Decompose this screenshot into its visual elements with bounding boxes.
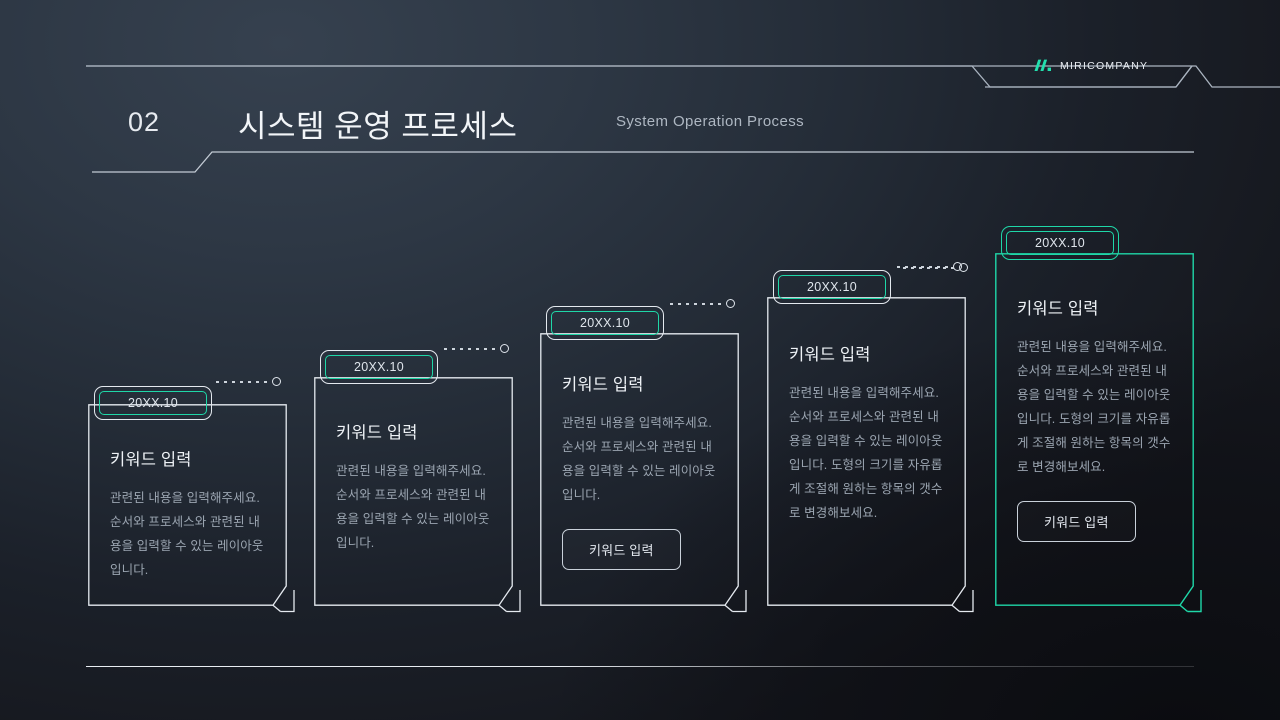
card-content-2: 키워드 입력 관련된 내용을 입력해주세요. 순서와 프로세스와 관련된 내용을…: [314, 377, 513, 606]
page-subtitle: System Operation Process: [616, 113, 805, 130]
date-badge-label: 20XX.10: [1034, 236, 1086, 250]
card-title: 키워드 입력: [110, 451, 192, 469]
date-badge-label: 20XX.10: [579, 316, 631, 330]
date-badge-2[interactable]: 20XX.10: [320, 350, 438, 384]
section-number: 02: [128, 107, 161, 137]
connector-endpoint-icon: [500, 344, 509, 353]
card-content-4: 키워드 입력 관련된 내용을 입력해주세요. 순서와 프로세스와 관련된 내용을…: [767, 297, 966, 606]
date-badge-label: 20XX.10: [127, 396, 179, 410]
page-title: 시스템 운영 프로세스: [238, 109, 518, 144]
card-content-3: 키워드 입력 관련된 내용을 입력해주세요. 순서와 프로세스와 관련된 내용을…: [540, 333, 739, 606]
card-content-5: 키워드 입력 관련된 내용을 입력해주세요. 순서와 프로세스와 관련된 내용을…: [995, 253, 1194, 606]
date-badge-label: 20XX.10: [806, 280, 858, 294]
date-badge-label: 20XX.10: [353, 360, 405, 374]
card-action-button[interactable]: 키워드 입력: [1017, 501, 1136, 542]
card-outline-4: [767, 297, 974, 613]
card-title: 키워드 입력: [562, 376, 644, 394]
connector-dots-icon: [670, 302, 722, 305]
card-description: 관련된 내용을 입력해주세요. 순서와 프로세스와 관련된 내용을 입력할 수 …: [789, 386, 943, 520]
card-outline-1: [88, 404, 295, 613]
card-1[interactable]: 키워드 입력 관련된 내용을 입력해주세요. 순서와 프로세스와 관련된 내용을…: [88, 404, 295, 613]
connector-2: [444, 344, 509, 353]
connector-dots-icon: [444, 347, 496, 350]
card-title: 키워드 입력: [1017, 300, 1099, 318]
card-description: 관련된 내용을 입력해주세요. 순서와 프로세스와 관련된 내용을 입력할 수 …: [562, 416, 716, 502]
card-2[interactable]: 키워드 입력 관련된 내용을 입력해주세요. 순서와 프로세스와 관련된 내용을…: [314, 377, 521, 613]
connector-dots-icon: [216, 380, 268, 383]
date-badge-frame-5: 20XX.10: [1006, 231, 1114, 255]
date-badge-frame-4: 20XX.10: [778, 275, 886, 299]
card-content-1: 키워드 입력 관련된 내용을 입력해주세요. 순서와 프로세스와 관련된 내용을…: [88, 404, 287, 606]
date-badge-frame-3: 20XX.10: [551, 311, 659, 335]
card-description: 관련된 내용을 입력해주세요. 순서와 프로세스와 관련된 내용을 입력할 수 …: [1017, 340, 1171, 474]
card-description: 관련된 내용을 입력해주세요. 순서와 프로세스와 관련된 내용을 입력할 수 …: [336, 464, 490, 550]
card-description: 관련된 내용을 입력해주세요. 순서와 프로세스와 관련된 내용을 입력할 수 …: [110, 491, 264, 577]
miricompany-logo-icon: [1034, 59, 1051, 71]
card-outline-3: [540, 333, 747, 613]
date-badge-frame-1: 20XX.10: [99, 391, 207, 415]
date-badge-3[interactable]: 20XX.10: [546, 306, 664, 340]
connector-endpoint-icon: [959, 263, 968, 272]
card-outline-2: [314, 377, 521, 613]
card-action-button[interactable]: 키워드 입력: [562, 529, 681, 570]
date-badge-4[interactable]: 20XX.10: [773, 270, 891, 304]
brand-name: MIRICOMPANY: [1060, 59, 1149, 72]
card-outline-5: [995, 253, 1202, 613]
connector-dots-icon: [903, 266, 955, 269]
date-badge-frame-2: 20XX.10: [325, 355, 433, 379]
card-title: 키워드 입력: [789, 346, 871, 364]
date-badge-5[interactable]: 20XX.10: [1001, 226, 1119, 260]
date-badge-1[interactable]: 20XX.10: [94, 386, 212, 420]
card-5[interactable]: 키워드 입력 관련된 내용을 입력해주세요. 순서와 프로세스와 관련된 내용을…: [995, 253, 1202, 613]
connector-endpoint-icon: [272, 377, 281, 386]
connector-endpoint-icon: [726, 299, 735, 308]
connector-3: [670, 299, 735, 308]
card-title: 키워드 입력: [336, 424, 418, 442]
card-4[interactable]: 키워드 입력 관련된 내용을 입력해주세요. 순서와 프로세스와 관련된 내용을…: [767, 297, 974, 613]
card-3[interactable]: 키워드 입력 관련된 내용을 입력해주세요. 순서와 프로세스와 관련된 내용을…: [540, 333, 747, 613]
connector-step-5: [903, 263, 968, 272]
connector-1: [216, 377, 281, 386]
brand-logo: MIRICOMPANY: [1033, 59, 1148, 72]
footer-divider: [86, 666, 1194, 668]
